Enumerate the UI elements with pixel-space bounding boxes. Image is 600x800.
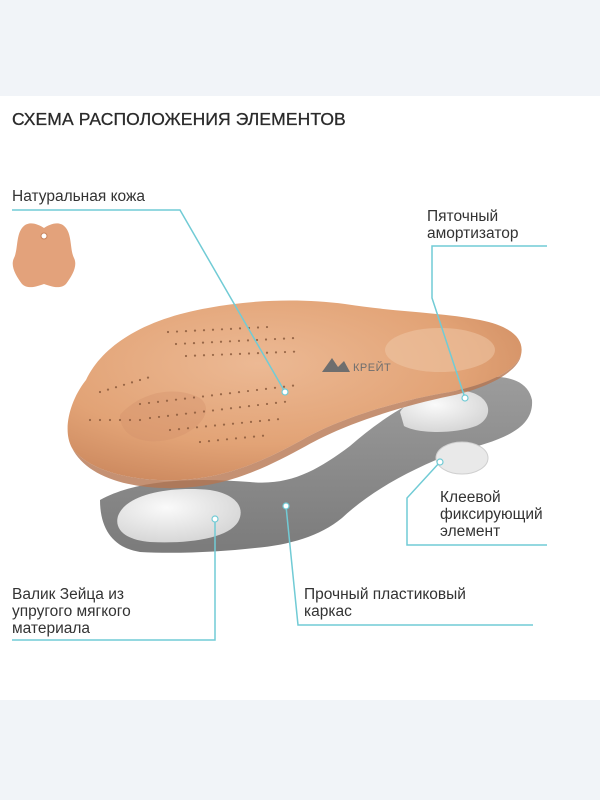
leader-heel	[431, 245, 547, 399]
leader-endpoints	[211, 388, 469, 523]
leader-frame	[285, 505, 533, 626]
callout-heel-cushion: Пяточный амортизатор	[427, 208, 519, 242]
callout-leather: Натуральная кожа	[12, 188, 145, 205]
callout-plastic-frame: Прочный пластиковый каркас	[304, 586, 466, 620]
leader-pad	[12, 519, 216, 641]
leader-glue	[406, 461, 547, 546]
leader-lines	[12, 209, 547, 641]
svg-text:КРЕЙТ: КРЕЙТ	[353, 361, 391, 374]
leader-leather	[12, 209, 286, 393]
glue-pad	[435, 441, 489, 475]
metatarsal-pad	[117, 489, 241, 543]
bottom-band	[0, 700, 600, 800]
brand-logo: КРЕЙТ	[322, 358, 391, 374]
callout-metatarsal-pad: Валик Зейца из упругого мягкого материал…	[12, 586, 131, 637]
page-title: СХЕМА РАСПОЛОЖЕНИЯ ЭЛЕМЕНТОВ	[12, 109, 346, 129]
callout-adhesive-element: Клеевой фиксирующий элемент	[440, 489, 543, 540]
top-band	[0, 0, 600, 96]
perforation-dots	[88, 325, 296, 444]
leather-hide-icon	[12, 223, 76, 288]
